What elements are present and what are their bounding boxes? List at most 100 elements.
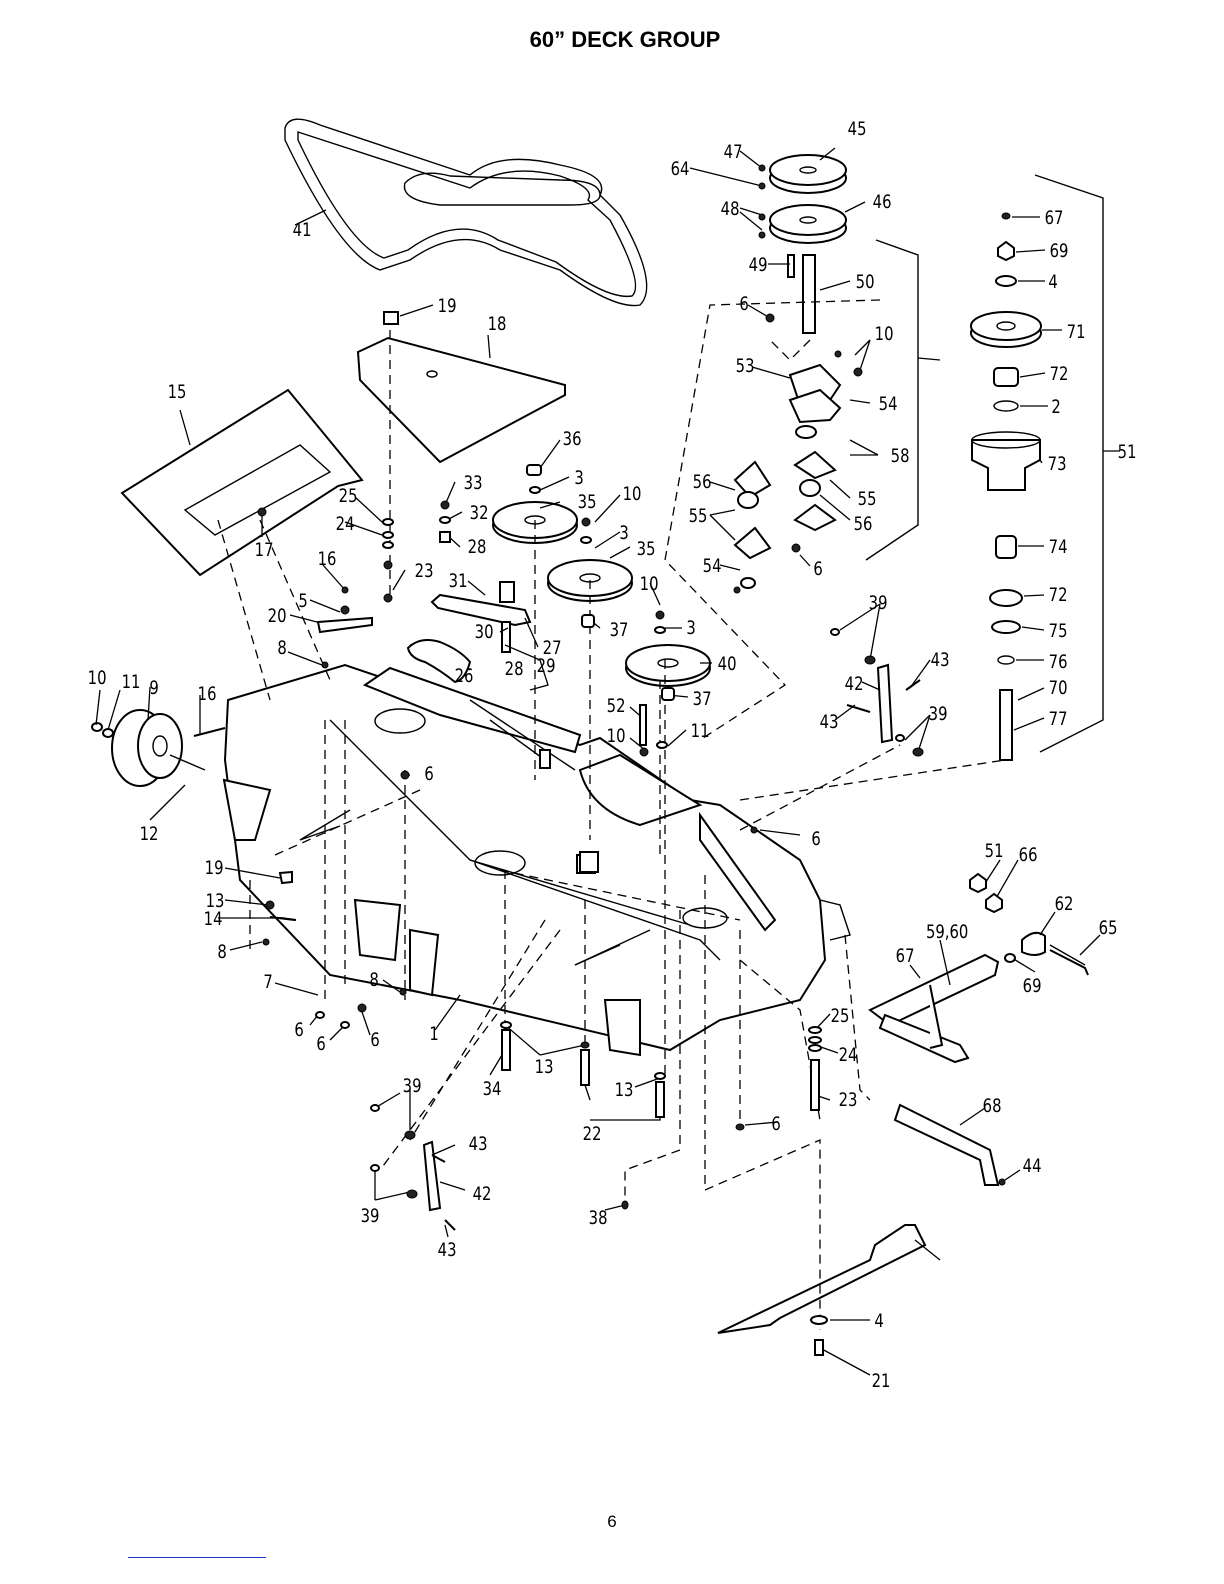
callout-2: 2	[1051, 396, 1060, 418]
callout-39: 39	[403, 1075, 422, 1097]
callout-68: 70	[1049, 677, 1068, 699]
callout-29: 29	[537, 655, 556, 677]
callout-48: 48	[721, 198, 740, 220]
callout-74: 76	[1049, 651, 1068, 673]
callout-12: 12	[140, 823, 159, 845]
callout-51: 51	[985, 840, 1004, 862]
belt-guard-drawing	[120, 388, 364, 577]
callout-47: 47	[724, 141, 743, 163]
callout-6: 6	[813, 558, 822, 580]
spindle-assembly-right-drawing	[970, 212, 1042, 761]
callout-34: 34	[483, 1078, 502, 1100]
callout-49: 49	[749, 254, 768, 276]
callout-6: 6	[370, 1029, 379, 1051]
group-brackets	[865, 174, 1104, 753]
callout-20: 20	[268, 605, 287, 627]
callout-16: 16	[198, 683, 217, 705]
callout-5: 5	[298, 590, 307, 612]
callout-13: 13	[615, 1079, 634, 1101]
callout-51: 51	[1118, 441, 1137, 463]
callout-61: 62	[1055, 893, 1074, 915]
callout-6: 6	[424, 763, 433, 785]
callout-31: 31	[449, 570, 468, 592]
callout-13: 13	[535, 1056, 554, 1078]
callout-75: 77	[1049, 708, 1068, 730]
callout-4: 4	[874, 1310, 883, 1332]
callout-70: 72	[1050, 363, 1069, 385]
callout-3: 3	[619, 522, 628, 544]
callout-22: 22	[583, 1123, 602, 1145]
callout-55: 55	[858, 488, 877, 510]
callout-50: 50	[856, 271, 875, 293]
callout-39: 39	[361, 1205, 380, 1227]
callout-40: 40	[718, 653, 737, 675]
callout-43: 43	[469, 1133, 488, 1155]
callout-43: 43	[820, 711, 839, 733]
leader-lines	[95, 147, 1120, 1376]
pulleys-drawing	[492, 501, 711, 687]
page-title: 60” DECK GROUP	[529, 27, 721, 52]
callout-13: 13	[206, 890, 225, 912]
callout-28: 28	[505, 658, 524, 680]
callout-67: 69	[1050, 240, 1069, 262]
spindle-assembly-left-drawing	[733, 154, 847, 589]
gauge-wheel-drawing	[91, 709, 206, 787]
callout-6: 6	[811, 828, 820, 850]
callout-18: 18	[488, 313, 507, 335]
callout-32: 32	[470, 502, 489, 524]
callout-24: 24	[839, 1044, 858, 1066]
callout-8: 8	[217, 941, 226, 963]
callout-69: 71	[1067, 321, 1086, 343]
footer-rule	[128, 1557, 266, 1558]
deck-housing-drawing	[222, 663, 851, 1057]
idler-arm-drawing	[406, 581, 532, 684]
callout-8: 8	[277, 637, 286, 659]
callout-27: 27	[543, 637, 562, 659]
callout-42: 42	[473, 1183, 492, 1205]
callout-73: 75	[1049, 620, 1068, 642]
callout-70: 72	[1049, 584, 1068, 606]
callout-53: 53	[736, 355, 755, 377]
callout-labels: 41 45 47 64 48 46 49 50 6 10 53 54 58 56…	[88, 118, 1137, 1392]
callout-64: 66	[1019, 844, 1038, 866]
callout-6: 6	[294, 1019, 303, 1041]
callout-11: 11	[691, 720, 710, 742]
belt-drawing	[284, 118, 648, 307]
callout-3: 3	[574, 467, 583, 489]
callout-33: 33	[464, 472, 483, 494]
callout-10: 10	[875, 323, 894, 345]
callout-1: 1	[429, 1023, 438, 1045]
callout-19: 19	[205, 857, 224, 879]
callout-7: 7	[263, 971, 272, 993]
callout-72: 74	[1049, 536, 1068, 558]
callout-25: 25	[339, 485, 358, 507]
callout-37: 37	[610, 619, 629, 641]
callout-63: 65	[1099, 917, 1118, 939]
callout-59-60: 59,60	[926, 921, 968, 943]
callout-6: 6	[771, 1113, 780, 1135]
callout-10: 10	[640, 573, 659, 595]
callout-66: 68	[983, 1095, 1002, 1117]
callout-43: 43	[931, 649, 950, 671]
callout-39: 39	[929, 703, 948, 725]
callout-30: 30	[475, 621, 494, 643]
callout-25: 25	[831, 1005, 850, 1027]
callout-26: 26	[455, 665, 474, 687]
blade-drawing	[717, 1224, 927, 1334]
callout-14: 14	[204, 908, 223, 930]
assembly-lines	[217, 299, 1006, 1330]
callout-4: 4	[1048, 271, 1057, 293]
callout-43: 43	[438, 1239, 457, 1261]
callout-65: 67	[896, 945, 915, 967]
callout-55: 55	[689, 505, 708, 527]
callout-52: 52	[607, 695, 626, 717]
callout-9: 9	[149, 677, 158, 699]
callout-6: 6	[316, 1033, 325, 1055]
callout-39: 39	[869, 592, 888, 614]
callout-46: 46	[873, 191, 892, 213]
hitch-drawing	[868, 931, 1086, 1186]
callout-24: 24	[336, 513, 355, 535]
callout-15: 15	[168, 381, 187, 403]
